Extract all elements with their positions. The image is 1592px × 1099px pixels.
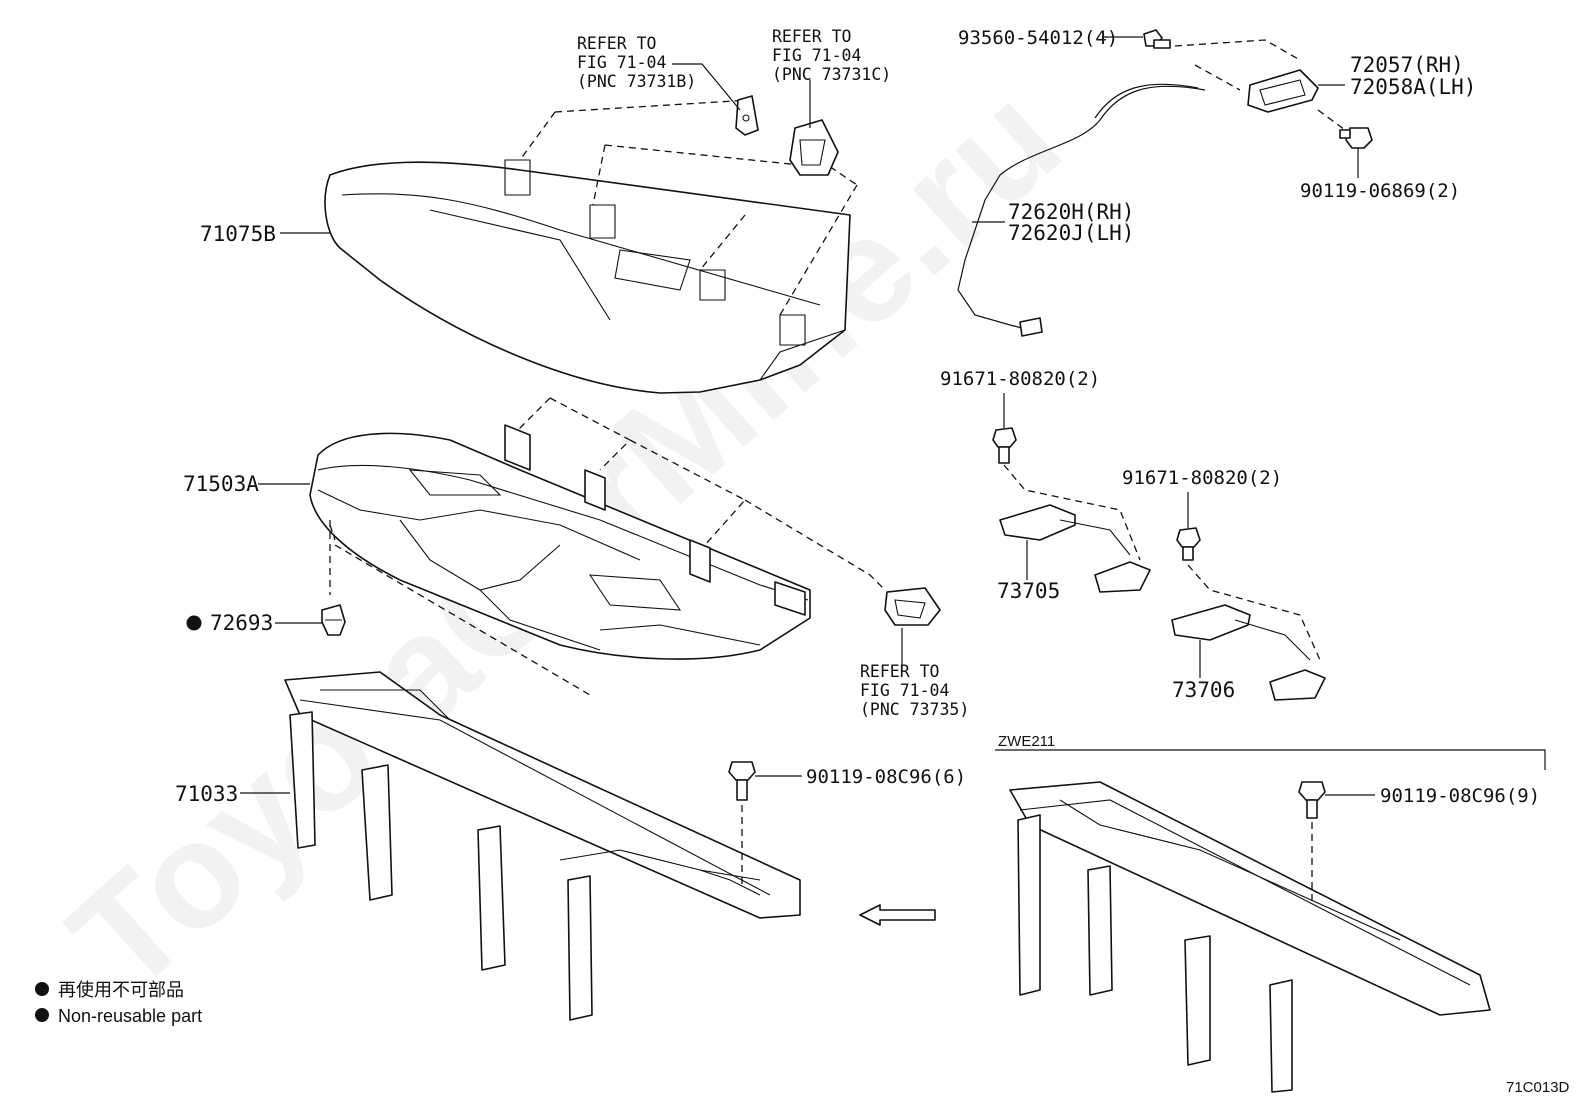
- label-hook-73706: 73706: [1172, 678, 1235, 702]
- label-clip: 72693: [210, 611, 273, 635]
- variant-bracket-line: [995, 749, 1546, 770]
- label-bolt-lock-lower: 90119-06869(2): [1300, 180, 1460, 202]
- bolt-lock-upper-drawing: [1143, 29, 1171, 49]
- direction-arrow: [859, 904, 936, 926]
- label-seat-frame: 71033: [175, 782, 238, 806]
- ref-c-line1: REFER TO: [772, 27, 851, 46]
- label-bolt-frame-zwe: 90119-08C96(9): [1380, 785, 1540, 807]
- clip-72693-drawing: [321, 604, 346, 636]
- ref-c-line2: FIG 71-04: [772, 46, 861, 65]
- hook-73705-drawing: [999, 504, 1151, 593]
- ref-b-line1: REFER TO: [577, 34, 656, 53]
- lock-assembly-drawing: [1247, 69, 1319, 113]
- label-seat-cushion-cover: 71075B: [200, 222, 276, 246]
- ref-c-line3: (PNC 73731C): [772, 65, 891, 84]
- label-bolt-frame: 90119-08C96(6): [806, 766, 966, 788]
- non-reusable-marker: [186, 615, 202, 631]
- bolt-frame-zwe-drawing: [1298, 781, 1326, 819]
- variant-label: ZWE211: [998, 733, 1055, 750]
- bolt-lock-lower-drawing: [1339, 127, 1373, 149]
- label-bolt-hook-a: 91671-80820(2): [940, 368, 1100, 390]
- bolt-hook-b-drawing: [1176, 527, 1201, 561]
- label-bolt-lock-upper: 93560-54012(4): [958, 27, 1118, 49]
- bracket-73735-drawing: [884, 587, 941, 626]
- seat-frame-71033-drawing: [284, 671, 801, 1021]
- label-hook-73705: 73705: [997, 579, 1060, 603]
- label-cable-lh: 72620J(LH): [1008, 221, 1134, 245]
- pad-dashed-guide: [517, 397, 886, 591]
- bracket-73731c-drawing: [789, 119, 839, 176]
- legend-bullet-jp: [35, 982, 49, 996]
- seat-cushion-cover-drawing: [324, 159, 851, 394]
- bolt-hook-a-drawing: [992, 427, 1017, 464]
- cover-dashed-guide: [519, 99, 751, 161]
- seat-frame-zwe211-drawing: [1009, 781, 1491, 1093]
- ref-d-line2: FIG 71-04: [860, 681, 949, 700]
- legend-bullet-en: [35, 1008, 49, 1022]
- release-cable-drawing: [957, 83, 1206, 337]
- label-bolt-hook-b: 91671-80820(2): [1122, 467, 1282, 489]
- seat-cushion-pad-drawing: [309, 424, 811, 660]
- legend-jp: 再使用不可部品: [58, 980, 184, 1000]
- hook-73706-drawing: [1171, 604, 1326, 701]
- figure-code: 71C013D: [1506, 1079, 1570, 1096]
- ref-b-line2: FIG 71-04: [577, 53, 666, 72]
- label-seat-cushion-pad: 71503A: [183, 472, 259, 496]
- label-cable-rh: 72620H(RH): [1008, 200, 1134, 224]
- label-lock-rh: 72057(RH): [1350, 53, 1464, 77]
- ref-d-line3: (PNC 73735): [860, 700, 969, 719]
- ref-d-line1: REFER TO: [860, 662, 939, 681]
- bracket-73731b-drawing: [735, 95, 759, 136]
- bolt-frame-drawing: [728, 761, 756, 801]
- legend-en: Non-reusable part: [58, 1006, 202, 1026]
- label-lock-lh: 72058A(LH): [1350, 75, 1476, 99]
- leader-ref-b: [672, 63, 741, 111]
- ref-b-line3: (PNC 73731B): [577, 72, 696, 91]
